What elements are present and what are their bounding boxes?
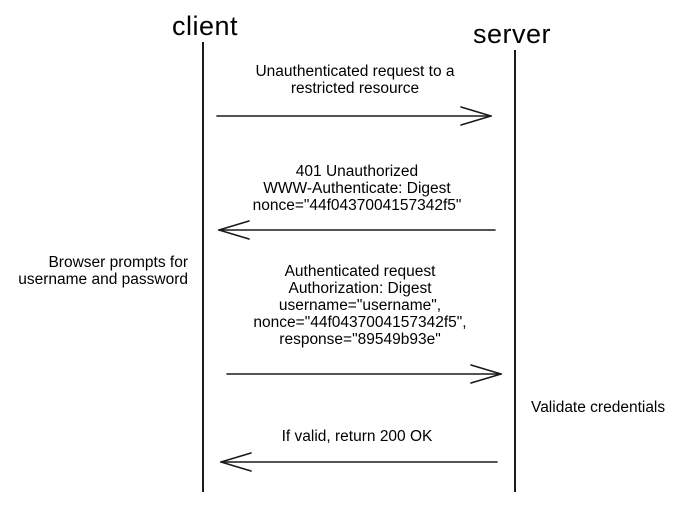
- message-4-arrow-left: [220, 452, 498, 472]
- message-1-label: Unauthenticated request to a restricted …: [255, 63, 455, 97]
- message-2-label: 401 Unauthorized WWW-Authenticate: Diges…: [252, 163, 462, 214]
- message-1-arrow-right: [216, 106, 492, 126]
- server-lifeline: [514, 50, 516, 492]
- message-4-label: If valid, return 200 OK: [281, 428, 433, 445]
- message-3-arrow-right: [226, 364, 502, 384]
- actor-client-label: client: [171, 11, 239, 41]
- note-browser-prompts: Browser prompts for username and passwor…: [18, 254, 188, 288]
- message-2-arrow-left: [218, 220, 496, 240]
- note-validate-credentials: Validate credentials: [531, 399, 666, 416]
- message-3-label: Authenticated request Authorization: Dig…: [253, 263, 467, 348]
- client-lifeline: [202, 42, 204, 492]
- actor-server-label: server: [472, 19, 552, 49]
